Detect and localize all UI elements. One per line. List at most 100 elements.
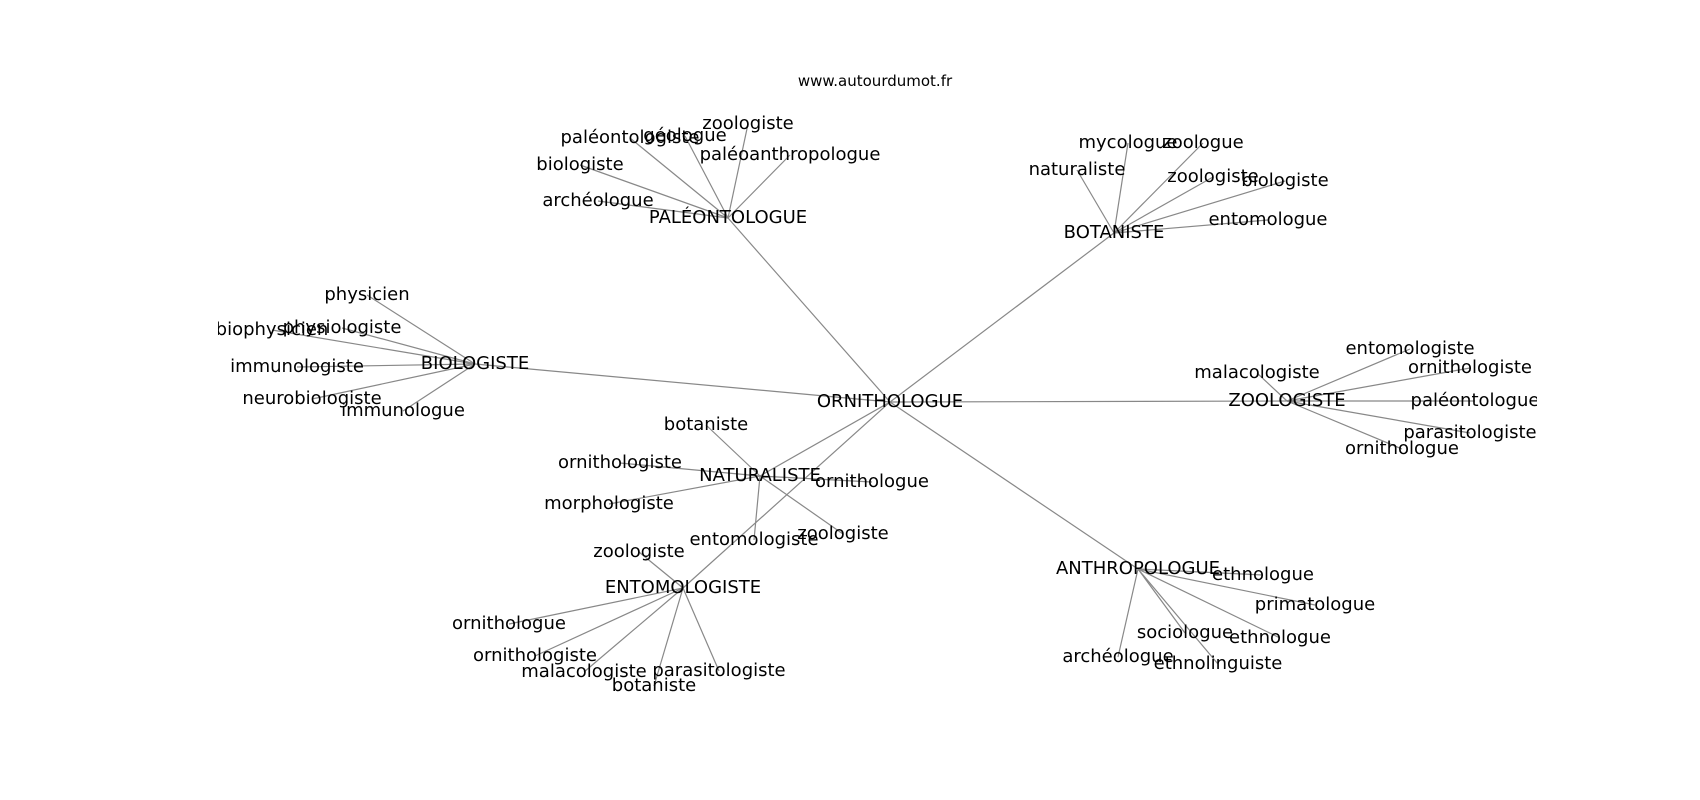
- leaf-word-label: biologiste: [536, 154, 623, 175]
- edge-0-2: [684, 135, 729, 219]
- leaf-word-label: géologue: [643, 125, 726, 146]
- edge-6-0: [1137, 568, 1264, 576]
- hub-word-label: BOTANISTE: [1064, 222, 1165, 243]
- hub-word-label: ENTOMOLOGISTE: [605, 577, 761, 598]
- leaf-word-label: ethnolinguiste: [1154, 653, 1283, 674]
- edge-3-0: [1286, 348, 1411, 402]
- edge-4-1: [619, 462, 761, 477]
- leaf-word-label: entomologue: [1208, 209, 1327, 230]
- edge-5-0: [638, 551, 684, 589]
- leaf-word-label: parasitologiste: [1403, 422, 1536, 443]
- edge-3-5: [1286, 400, 1403, 450]
- leaf-word-label: paléontologue: [1411, 390, 1540, 411]
- edge-5-2: [534, 587, 684, 657]
- leaf-word-label: naturaliste: [1029, 159, 1126, 180]
- leaf-word-label: ornithologue: [815, 471, 929, 492]
- leaf-word-label: paléontologiste: [561, 127, 700, 148]
- leaf-word-label: biologiste: [1241, 170, 1328, 191]
- edge-2-1: [271, 329, 476, 365]
- leaf-word-label: paléoanthropologue: [700, 144, 881, 165]
- left-clip: [0, 0, 218, 800]
- edge-5-4: [682, 587, 720, 672]
- edge-4-3: [608, 475, 761, 505]
- edge-6-3: [1137, 568, 1281, 639]
- leaf-word-label: physicien: [324, 284, 409, 305]
- hub-word-label: ANTHROPOLOGUE: [1056, 558, 1220, 579]
- leaf-word-label: immunologiste: [230, 356, 364, 377]
- edge-0-4: [579, 164, 729, 219]
- leaf-word-label: archéologue: [542, 190, 653, 211]
- leaf-word-label: zoologiste: [797, 523, 888, 544]
- edge-3-4: [1286, 400, 1471, 434]
- leaf-word-label: ornithologiste: [1408, 357, 1532, 378]
- leaf-word-label: ethnologue: [1229, 627, 1331, 648]
- edge-0-5: [597, 200, 729, 219]
- leaf-word-label: malacologiste: [521, 661, 646, 682]
- edge-1-0: [1113, 142, 1129, 234]
- edge-2-2: [341, 327, 476, 365]
- leaf-word-label: neurobiologiste: [242, 388, 381, 409]
- hub-word-label: BIOLOGISTE: [421, 353, 529, 374]
- leaf-word-label: zoologue: [1162, 132, 1243, 153]
- edge-0-0: [727, 123, 749, 219]
- leaf-word-label: zoologiste: [1167, 166, 1258, 187]
- leaf-word-label: zoologiste: [702, 113, 793, 134]
- edge-center-3: [889, 400, 1288, 403]
- edge-2-3: [296, 363, 476, 368]
- hub-word-label: PALÉONTOLOGUE: [649, 206, 807, 228]
- leaf-word-label: biophysicien: [216, 319, 329, 340]
- edge-4-0: [705, 424, 761, 477]
- edge-center-0: [727, 217, 891, 403]
- leaf-word-label: parasitologiste: [652, 660, 785, 681]
- edge-center-2: [474, 363, 891, 403]
- leaf-word-label: physiologiste: [283, 317, 402, 338]
- edge-1-3: [1113, 176, 1214, 234]
- leaf-word-label: entomologiste: [689, 529, 818, 550]
- edge-6-1: [1137, 568, 1316, 606]
- right-clip: [1537, 0, 1700, 800]
- edge-4-5: [759, 475, 844, 535]
- edge-6-2: [1137, 568, 1186, 634]
- edge-2-5: [402, 363, 476, 412]
- leaf-word-label: malacologiste: [1194, 362, 1319, 383]
- hub-word-label: NATURALISTE: [699, 465, 821, 486]
- leaf-word-label: immunologue: [341, 400, 465, 421]
- leaf-word-label: primatologue: [1255, 594, 1375, 615]
- leaf-word-label: zoologiste: [593, 541, 684, 562]
- edge-center-4: [759, 401, 891, 477]
- edge-3-1: [1256, 372, 1288, 402]
- edge-5-3: [583, 587, 684, 673]
- edge-0-3: [727, 154, 791, 219]
- leaf-word-label: botaniste: [664, 414, 748, 435]
- hub-word-label: ZOOLOGISTE: [1228, 390, 1345, 411]
- edge-center-1: [889, 232, 1115, 403]
- edge-3-2: [1286, 367, 1471, 402]
- leaf-word-label: ornithologue: [1345, 438, 1459, 459]
- leaf-word-label: ethnologue: [1212, 564, 1314, 585]
- edge-4-2: [759, 475, 873, 483]
- edge-1-5: [1113, 219, 1269, 234]
- edge-center-6: [889, 401, 1139, 570]
- leaf-word-label: morphologiste: [544, 493, 674, 514]
- leaf-word-label: ornithologue: [452, 613, 566, 634]
- leaf-word-label: ornithologiste: [558, 452, 682, 473]
- edge-5-1: [508, 587, 684, 625]
- leaf-word-label: entomologiste: [1345, 338, 1474, 359]
- leaf-word-label: ornithologiste: [473, 645, 597, 666]
- leaf-word-label: sociologue: [1137, 622, 1233, 643]
- edge-0-1: [629, 137, 729, 219]
- edge-2-0: [366, 294, 476, 365]
- leaf-word-label: mycologue: [1078, 132, 1177, 153]
- edge-6-4: [1117, 568, 1139, 658]
- edge-center-5: [682, 401, 891, 589]
- edge-4-4: [753, 475, 761, 541]
- edge-2-4: [311, 363, 476, 400]
- leaf-word-label: archéologue: [1062, 646, 1173, 667]
- watermark: www.autourdumot.fr: [797, 72, 953, 90]
- edge-1-4: [1113, 180, 1286, 234]
- edge-6-5: [1137, 568, 1219, 665]
- edge-5-5: [653, 587, 684, 687]
- edge-1-2: [1076, 169, 1115, 234]
- leaf-word-label: botaniste: [612, 675, 696, 696]
